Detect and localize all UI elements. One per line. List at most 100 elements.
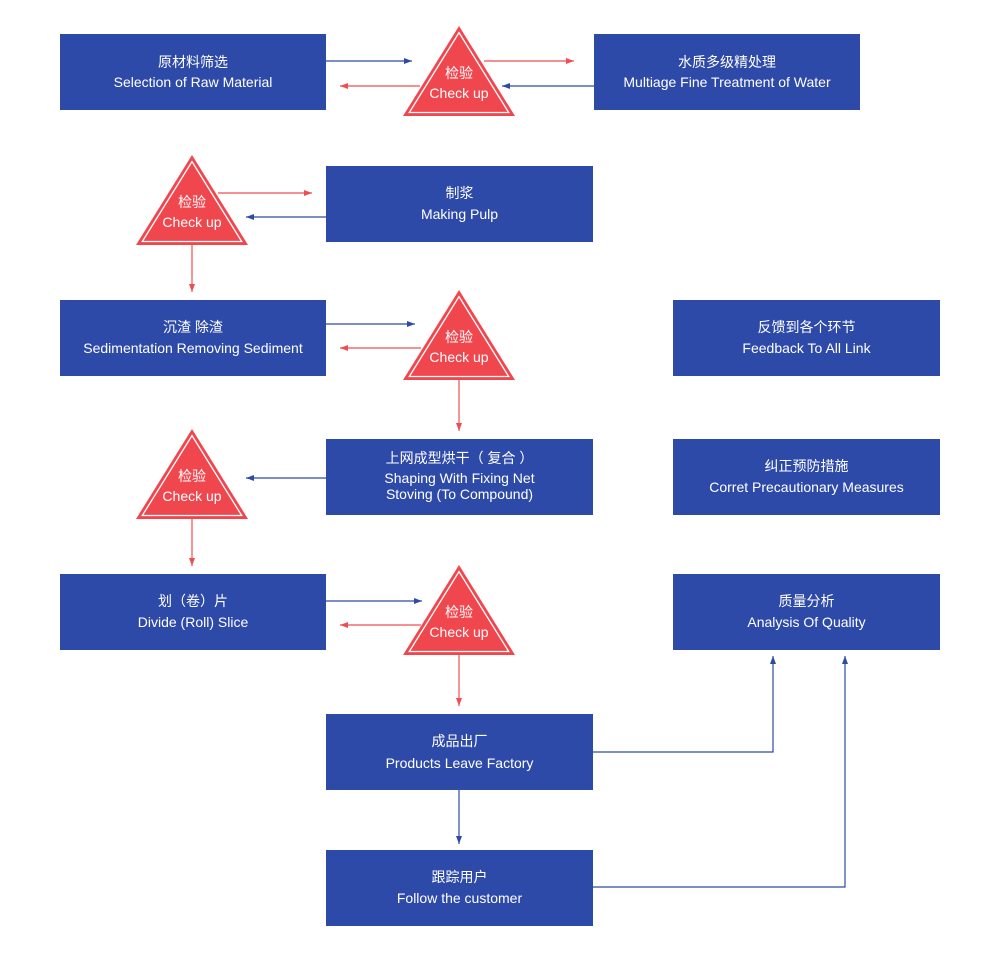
step-label-zh: 原材料筛选: [158, 54, 228, 70]
step-water-treatment: 水质多级精处理 Multiage Fine Treatment of Water: [594, 34, 860, 110]
step-quality-analysis: 质量分析 Analysis Of Quality: [673, 574, 940, 650]
arrow-check-3-to-shaping: [456, 380, 462, 431]
check-triangle: [136, 155, 248, 245]
step-box: [60, 34, 326, 110]
step-label-zh: 划（卷）片: [158, 593, 228, 609]
arrowhead: [456, 698, 462, 706]
check-label-zh: 检验: [445, 329, 473, 345]
check-up-node-1: 检验 Check up: [403, 26, 515, 116]
arrow-sedimentation-to-check-3: [326, 321, 415, 327]
arrow-line: [593, 656, 774, 753]
step-divide: 划（卷）片 Divide (Roll) Slice: [60, 574, 326, 650]
arrow-check-5-to-leave-factory: [456, 655, 462, 706]
step-label-en: Analysis Of Quality: [747, 614, 865, 630]
arrowhead: [770, 656, 776, 664]
step-label-en: Products Leave Factory: [386, 755, 534, 771]
arrow-leave-factory-to-follow-customer: [456, 790, 462, 844]
step-label-en: Follow the customer: [397, 890, 523, 906]
arrow-making-pulp-to-check-2: [246, 214, 326, 220]
arrowhead: [566, 58, 574, 64]
step-box: [60, 574, 326, 650]
arrowhead: [340, 83, 348, 89]
check-triangle: [403, 565, 515, 655]
step-label-zh: 跟踪用户: [432, 869, 488, 885]
arrowhead: [304, 190, 312, 196]
check-label-en: Check up: [162, 488, 221, 504]
step-box: [60, 300, 326, 376]
arrow-check-1-to-raw-material: [340, 83, 420, 89]
step-label-zh: 制浆: [446, 185, 474, 201]
check-label-zh: 检验: [445, 65, 473, 81]
arrow-shaping-to-check-4: [246, 475, 326, 481]
arrow-check-4-to-divide: [189, 519, 195, 566]
step-label-en: Divide (Roll) Slice: [138, 614, 249, 630]
check-label-zh: 检验: [178, 468, 206, 484]
step-box: [673, 300, 940, 376]
arrow-line: [593, 656, 846, 888]
arrow-check-1-to-water-treatment: [484, 58, 574, 64]
step-label-zh: 纠正预防措施: [765, 458, 849, 474]
arrowhead: [456, 423, 462, 431]
step-label-zh: 水质多级精处理: [678, 54, 776, 70]
step-raw-material: 原材料筛选 Selection of Raw Material: [60, 34, 326, 110]
step-follow-customer: 跟踪用户 Follow the customer: [326, 850, 593, 926]
check-triangle-inner-border: [408, 570, 510, 653]
check-triangle-inner-border: [141, 434, 243, 517]
check-triangle-inner-border: [408, 31, 510, 114]
arrow-check-2-to-making-pulp: [218, 190, 312, 196]
check-triangle-inner-border: [408, 295, 510, 378]
step-label-zh: 质量分析: [779, 593, 835, 609]
arrow-raw-material-to-check-1: [326, 58, 412, 64]
step-label-en: Feedback To All Link: [742, 340, 871, 356]
arrowhead: [340, 622, 348, 628]
arrowhead: [189, 284, 195, 292]
check-up-node-5: 检验 Check up: [403, 565, 515, 655]
arrow-water-treatment-to-check-1: [502, 83, 594, 89]
step-label-en: Selection of Raw Material: [114, 74, 273, 90]
check-triangle-inner-border: [141, 160, 243, 243]
step-box: [594, 34, 860, 110]
step-label-en: Making Pulp: [421, 206, 498, 222]
arrowhead: [407, 321, 415, 327]
arrow-divide-to-check-5: [326, 598, 422, 604]
step-label-en-line1: Shaping With Fixing Net: [384, 470, 534, 486]
step-label-zh: 上网成型烘干（ 复合 ）: [386, 450, 534, 466]
check-label-en: Check up: [429, 349, 488, 365]
step-leave-factory: 成品出厂 Products Leave Factory: [326, 714, 593, 790]
arrowhead: [456, 836, 462, 844]
step-box: [326, 850, 593, 926]
step-label-en: Corret Precautionary Measures: [709, 479, 904, 495]
arrowhead: [414, 598, 422, 604]
step-making-pulp: 制浆 Making Pulp: [326, 166, 593, 242]
step-feedback: 反馈到各个环节 Feedback To All Link: [673, 300, 940, 376]
check-triangle: [403, 26, 515, 116]
arrowhead: [404, 58, 412, 64]
step-label-en: Sedimentation Removing Sediment: [83, 340, 303, 356]
check-label-en: Check up: [429, 624, 488, 640]
step-corrective: 纠正预防措施 Corret Precautionary Measures: [673, 439, 940, 515]
arrowhead: [340, 345, 348, 351]
check-triangle: [403, 290, 515, 380]
arrow-check-3-to-sedimentation: [340, 345, 421, 351]
check-up-node-2: 检验 Check up: [136, 155, 248, 245]
arrowhead: [246, 475, 254, 481]
check-label-en: Check up: [162, 214, 221, 230]
step-label-zh: 反馈到各个环节: [758, 319, 856, 335]
arrow-check-2-to-sedimentation: [189, 245, 195, 292]
arrowhead: [842, 656, 848, 664]
step-shaping: 上网成型烘干（ 复合 ） Shaping With Fixing Net Sto…: [326, 439, 593, 515]
arrowhead: [502, 83, 510, 89]
check-up-node-3: 检验 Check up: [403, 290, 515, 380]
step-label-en-line2: Stoving (To Compound): [386, 486, 533, 502]
step-label-zh: 沉渣 除渣: [163, 319, 223, 335]
arrow-follow-customer-to-quality-analysis: [593, 656, 848, 888]
step-label-en: Multiage Fine Treatment of Water: [623, 74, 831, 90]
arrowhead: [189, 558, 195, 566]
arrow-check-5-to-divide: [340, 622, 421, 628]
check-label-zh: 检验: [445, 604, 473, 620]
arrowhead: [246, 214, 254, 220]
check-triangle: [136, 429, 248, 519]
step-sedimentation: 沉渣 除渣 Sedimentation Removing Sediment: [60, 300, 326, 376]
step-box: [326, 439, 593, 515]
